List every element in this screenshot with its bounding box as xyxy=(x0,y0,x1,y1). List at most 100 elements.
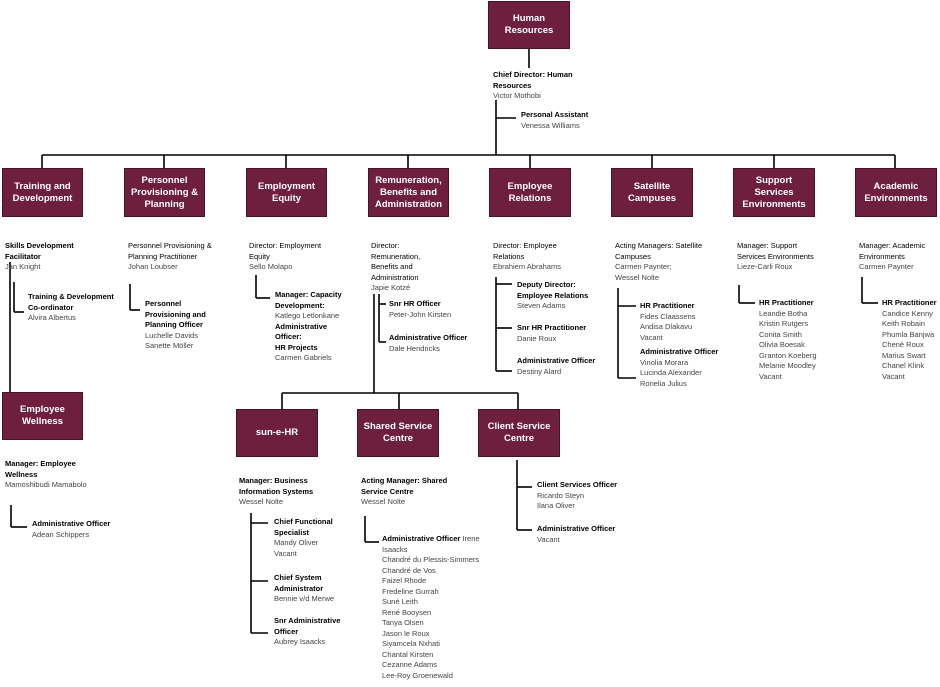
box-label: Academic Environments xyxy=(864,180,928,204)
role-title: Administrative Officer xyxy=(640,347,719,356)
role-title: Manager: Capacity Development: xyxy=(275,290,342,310)
role-title: HR Practitioner xyxy=(882,298,937,307)
role-title: HR Practitioner xyxy=(759,298,814,307)
role-title: Personnel Provisioning and Planning Offi… xyxy=(145,299,206,329)
box-satellite-campuses: Satellite Campuses xyxy=(611,168,693,217)
relations-admin-block: Administrative Officer Destiny Alard xyxy=(517,356,595,377)
box-label: sun-e-HR xyxy=(255,427,299,438)
role-title: Director: Employee Relations xyxy=(493,241,557,261)
role-title: Director: Employment Equity xyxy=(249,241,322,261)
person-name: Fredeline Gurrah xyxy=(382,586,439,596)
sunehr-sysadmin-block: Chief System Administrator Bennie v/d Me… xyxy=(274,573,352,605)
role-title: Manager: Employee Wellness xyxy=(5,459,76,479)
role-title: Manager: Business Information Systems xyxy=(239,476,314,496)
person-name: Suné Leith xyxy=(382,597,418,606)
role-title: Acting Managers: Satellite Campuses xyxy=(615,241,703,261)
person-name: Lucinda Alexander xyxy=(640,368,702,377)
person-name: Adean Schippers xyxy=(32,529,90,539)
person-name: Chandré de Vos xyxy=(382,565,436,575)
person-name: Victor Mothobi xyxy=(493,91,541,100)
satellite-managers-block: Acting Managers: Satellite Campuses Carm… xyxy=(615,241,703,283)
person-name: Jason le Roux xyxy=(382,628,430,638)
box-label: Shared Service Centre xyxy=(363,421,433,444)
person-name: Marius Swart xyxy=(882,350,926,360)
person-name: Cezanne Adams xyxy=(382,660,438,669)
box-label: Support Services Environments xyxy=(742,174,806,210)
satellite-admin-block: Administrative Officer Vinolia Morara Lu… xyxy=(640,347,718,389)
academic-manager-block: Manager: Academic Environments Carmen Pa… xyxy=(859,241,939,273)
person-name: Conita Smith xyxy=(759,329,802,339)
support-practitioners-block: HR Practitioner Leandie Botha Kristin Ru… xyxy=(759,298,817,382)
person-name: Danie Roux xyxy=(517,333,557,343)
person-name: Granton Koeberg xyxy=(759,350,817,360)
box-support-services: Support Services Environments xyxy=(733,168,815,217)
person-name: Leandie Botha xyxy=(759,308,808,318)
person-name: Faizel Rhode xyxy=(382,576,427,585)
person-name: Melanie Moodley xyxy=(759,361,816,370)
role-title: Administrative Officer xyxy=(537,524,616,533)
person-name: Carmen Paynter xyxy=(859,262,914,271)
personnel-practitioner-block: Personnel Provisioning & Planning Practi… xyxy=(128,241,212,273)
person-name: Japie Kotzé xyxy=(371,283,411,292)
person-name: Mandy Oliver xyxy=(274,538,319,547)
person-name: Carmen Paynter; xyxy=(615,262,672,271)
client-officers-block: Client Services Officer Ricardo Steyn Il… xyxy=(537,480,617,512)
box-label: Human Resources xyxy=(504,13,554,36)
person-name: Siyamcela Nxhati xyxy=(382,639,440,648)
box-client-service-centre: Client Service Centre xyxy=(478,409,560,457)
person-name: Carmen Gabriels xyxy=(275,353,332,362)
person-name: Steven Adams xyxy=(517,301,566,310)
role-title: Manager: Academic Environments xyxy=(859,241,926,261)
satellite-practitioner-block: HR Practitioner Fides Claassens Andisa D… xyxy=(640,301,695,343)
person-name: Wessel Nolte xyxy=(615,272,660,282)
role-title: Training & Development Co-ordinator xyxy=(28,292,114,312)
person-name: Ilana Oliver xyxy=(537,501,575,510)
box-label: Satellite Campuses xyxy=(627,180,677,204)
person-name: Andisa Dlakavu xyxy=(640,322,693,331)
role-title: Chief System Administrator xyxy=(274,573,324,593)
sunehr-specialist-block: Chief Functional Specialist Mandy Oliver… xyxy=(274,517,352,559)
box-human-resources: Human Resources xyxy=(488,1,570,49)
wellness-manager-block: Manager: Employee Wellness Mamoshibudi M… xyxy=(5,459,93,491)
role-title: Administrative Officer xyxy=(32,519,111,528)
person-name: Mamoshibudi Mamabolo xyxy=(5,480,87,489)
support-manager-block: Manager: Support Services Environments L… xyxy=(737,241,817,273)
person-name: Wessel Nolte xyxy=(239,497,284,506)
box-academic-environments: Academic Environments xyxy=(855,168,937,217)
box-label: Employment Equity xyxy=(257,180,315,204)
role-title: Personnel Provisioning & Planning Practi… xyxy=(128,241,212,261)
person-name: Vinolia Morara xyxy=(640,357,689,367)
remuneration-director-block: Director: Remuneration, Benefits and Adm… xyxy=(371,241,437,294)
person-name: Bennie v/d Merwe xyxy=(274,594,335,603)
remuneration-admin-block: Administrative Officer Dale Hendricks xyxy=(389,333,467,354)
role-title: Administrative Officer xyxy=(389,333,468,342)
person-name: Tanya Olsen xyxy=(382,618,424,627)
shared-admin-officers-block: Administrative Officer Irene Isaacks Cha… xyxy=(382,534,480,681)
person-name: Fides Claassens xyxy=(640,311,696,321)
person-name: Destiny Alard xyxy=(517,366,562,376)
person-name: Kristin Rutgers xyxy=(759,319,809,328)
box-employment-equity: Employment Equity xyxy=(246,168,327,217)
sunehr-snr-admin-block: Snr Administrative Officer Aubrey Isaack… xyxy=(274,616,354,648)
personal-assistant-block: Personal Assistant Venessa Williams xyxy=(521,110,588,131)
person-name: Vacant xyxy=(640,332,663,342)
role-title: Acting Manager: Shared Service Centre xyxy=(361,476,448,496)
relations-snr-practitioner-block: Snr HR Practitioner Danie Roux xyxy=(517,323,586,344)
person-name: Vacant xyxy=(882,371,905,381)
box-label: Employee Wellness xyxy=(20,404,65,427)
person-name: Lee-Roy Groenewald xyxy=(382,670,453,680)
relations-deputy-block: Deputy Director: Employee Relations Stev… xyxy=(517,280,605,312)
person-name: René Booysen xyxy=(382,607,432,617)
role-title: Chief Functional Specialist xyxy=(274,517,333,537)
box-employee-wellness: Employee Wellness xyxy=(2,392,83,440)
shared-manager-block: Acting Manager: Shared Service Centre We… xyxy=(361,476,461,508)
box-label: Remuneration, Benefits and Administratio… xyxy=(374,174,443,210)
role-title: Skills Development Facilitator xyxy=(5,241,74,261)
box-label: Employee Relations xyxy=(507,180,553,204)
academic-practitioners-block: HR Practitioner Candice Kenny Keith Roba… xyxy=(882,298,937,382)
box-sun-e-hr: sun-e-HR xyxy=(236,409,318,457)
equity-staff-block: Manager: Capacity Development: Katlego L… xyxy=(275,290,355,364)
role-title: Manager: Support Services Environments xyxy=(737,241,814,261)
